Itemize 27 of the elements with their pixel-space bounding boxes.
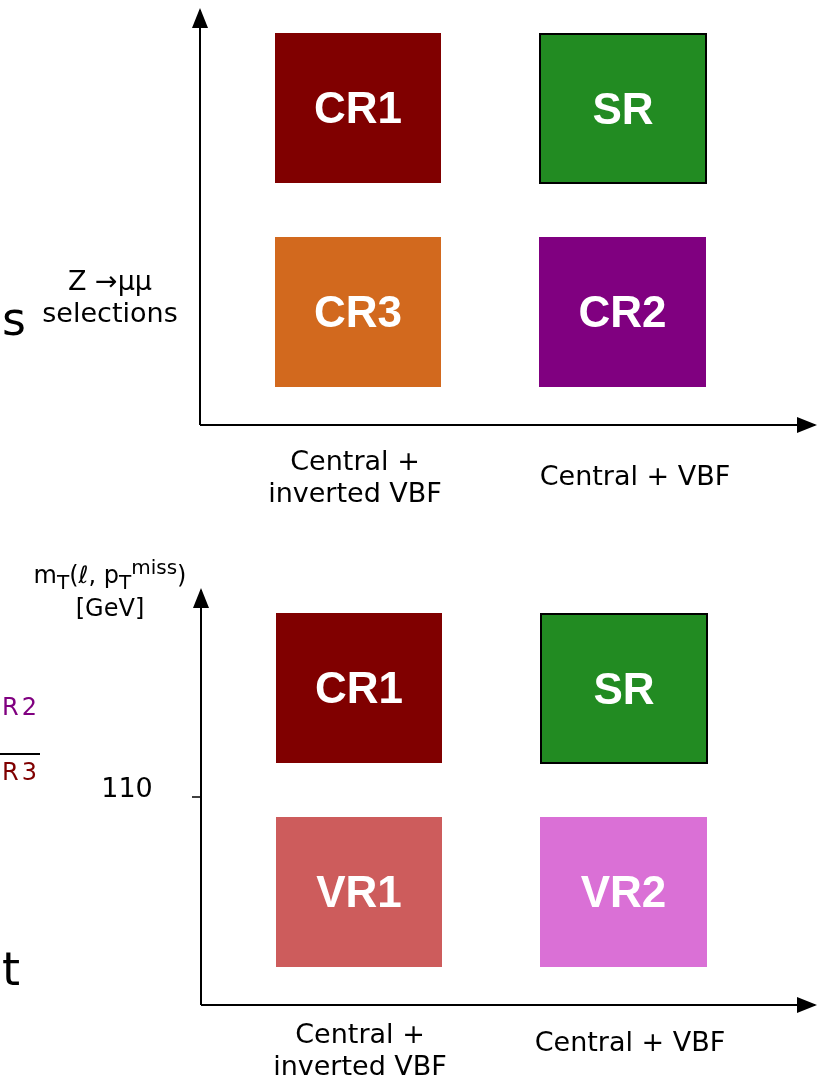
region-box (539, 33, 707, 184)
region-label: CR2 (578, 287, 667, 337)
region-box (539, 237, 706, 387)
axis-label: Central + VBF (533, 1026, 727, 1059)
region-label: CR3 (314, 287, 402, 337)
region-label: SR (592, 83, 654, 134)
text-fragment: R3 (2, 758, 41, 787)
axis-label: m$_{T}$(ℓ, p$_{T}$$^{miss}$) [GeV] (32, 555, 188, 623)
axis-label: Central + VBF (538, 460, 732, 493)
region-label: VR2 (580, 867, 667, 917)
region-box (540, 817, 707, 967)
axis-label: Central + inverted VBF (267, 445, 443, 510)
region-box (540, 613, 708, 764)
region-box (275, 33, 441, 183)
text-fragment: s (2, 292, 30, 348)
text-fragment: t (2, 942, 25, 998)
region-box (276, 613, 442, 763)
region-box (275, 237, 441, 387)
region-label: CR1 (315, 663, 403, 713)
region-label: VR1 (316, 867, 402, 917)
region-label: CR1 (314, 83, 402, 133)
region-box (276, 817, 442, 967)
text-fragment: R2 (2, 693, 41, 722)
region-label: SR (593, 663, 655, 714)
axis-label: Z →μμ selections (41, 265, 179, 330)
axis-label: Central + inverted VBF (272, 1018, 448, 1083)
tick-label: 110 (100, 772, 154, 805)
